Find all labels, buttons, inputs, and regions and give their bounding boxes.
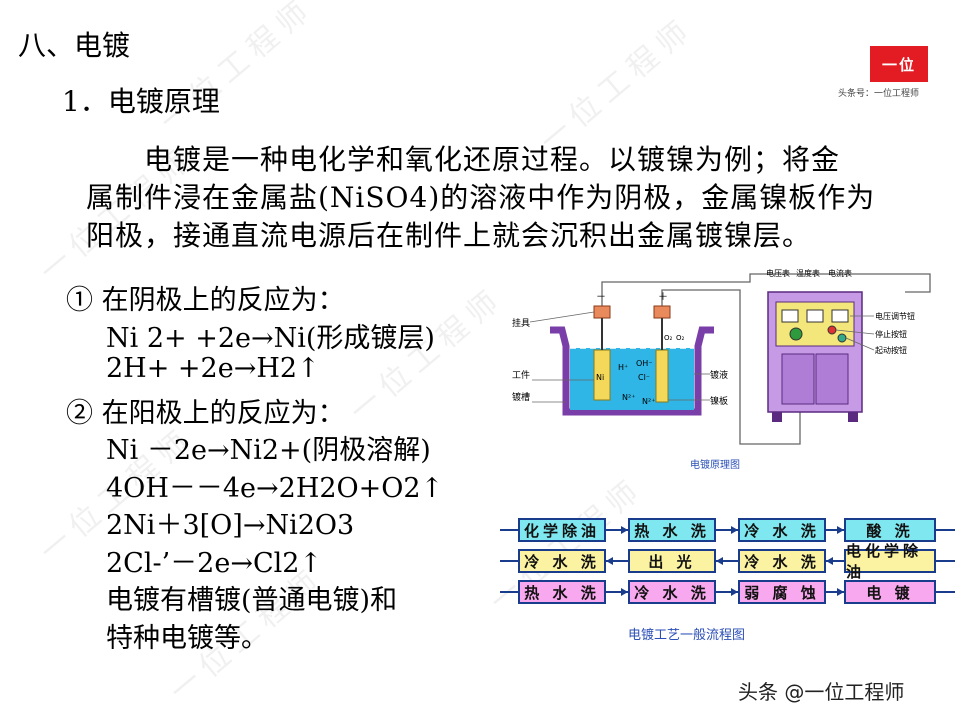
label-solution: 镀液 [710,369,728,381]
label-ni: Ni [596,373,604,382]
flow-arrowhead [716,557,723,565]
page-title: 八、电镀 [18,29,131,62]
label-ammeter: 电流表 [828,268,852,278]
flow-arrowhead [606,557,613,565]
label-plus: ＋ [658,292,668,303]
label-o2a: O₂ [664,334,673,342]
ammeter [831,309,849,323]
label-n2-right: N²⁺ [642,397,655,406]
logo-text: 一位 [881,55,916,74]
flow-step: 冷 水 洗 [738,518,826,542]
diagram-caption: 电镀原理图 [690,458,740,471]
cabinet-door-left [781,353,815,405]
label-hook: 挂具 [512,317,530,329]
reaction-line: 2Ni＋3[O]→Ni2O3 [106,510,355,541]
section-title: 1．电镀原理 [62,85,220,118]
flow-arrowhead [731,588,738,596]
reaction-line: 特种电镀等。 [106,622,268,654]
reaction-line: Ni 2+ +2e→Ni(形成镀层) [106,322,435,354]
reaction-line: 2H+ +2e→H2↑ [106,353,320,384]
reaction-line: 电镀有槽镀(普通电镀)和 [106,585,398,616]
wire [601,273,931,302]
reaction-line: ② 在阳极上的反应为： [66,397,345,429]
flow-step: 电化学除油 [844,542,936,581]
paragraph-line: 属制件浸在金属盐(NiSO4)的溶液中作为阴极，金属镍板作为 [86,181,876,214]
label-voltmeter: 电压表 [766,268,790,278]
label-stop: 停止按钮 [875,329,907,339]
reaction-line: ① 在阴极上的反应为： [66,285,345,316]
label-cl: Cl⁻ [638,373,650,382]
flow-step: 冷 水 洗 [738,549,826,573]
paragraph-line: 电镀是一种电化学和氧化还原过程。以镀镍为例；将金 [86,143,841,176]
leader-line [835,329,875,335]
label-h-plus: H⁺ [618,363,628,372]
label-workpiece: 工件 [512,369,530,381]
label-n2-left: N²⁺ [622,393,635,402]
flow-arrowhead [837,588,844,596]
logo-subtitle: 头条号：一位工程师 [838,89,920,99]
leader-line [845,337,875,351]
logo: 一位 [870,46,928,82]
flow-step: 热 水 洗 [518,580,606,604]
flow-arrowhead [826,557,833,565]
electroplating-diagram: 挂具 － ＋ Ni H⁺ N²⁺ OH⁻ Cl⁻ N²⁺ O₂ O₂ 工件 镀槽… [512,268,931,471]
label-tank: 镀槽 [512,391,530,403]
thermometer [806,309,824,323]
flow-arrowhead [621,526,628,534]
label-minus: － [596,292,606,303]
label-plate: 镍板 [710,395,728,407]
reaction-line: 4OH－－4e→2H2O+O2↑ [106,472,444,504]
flow-step: 化学除油 [518,518,606,542]
voltage-knob [789,327,803,341]
label-voltage-knob: 电压调节钮 [875,311,915,321]
label-start: 起动按钮 [875,345,907,355]
flow-arrowhead [621,588,628,596]
flow-step: 弱 腐 蚀 [738,580,826,604]
flow-step: 电 镀 [844,580,936,604]
leader-line [529,311,595,323]
flow-step: 酸 洗 [844,518,936,542]
cabinet-door-right [815,353,849,405]
label-thermometer: 温度表 [796,268,820,278]
footer-credit: 头条 @一位工程师 [738,680,905,704]
flowchart-caption: 电镀工艺一般流程图 [628,628,746,643]
flow-step: 出 光 [628,549,716,573]
wire [661,289,801,445]
flow-arrowhead [837,526,844,534]
paragraph-line: 阳极，接通直流电源后在制件上就会沉积出金属镀镍层。 [86,219,812,252]
cabinet-leg [848,412,858,422]
label-oh: OH⁻ [636,359,653,368]
flow-step: 冷 水 洗 [628,580,716,604]
reaction-line: 2Cl-’－2e→Cl2↑ [106,547,323,579]
flow-arrowhead [731,526,738,534]
flow-step: 冷 水 洗 [518,549,606,573]
label-o2b: O₂ [676,334,685,342]
reaction-line: Ni －2e→Ni2+(阴极溶解) [106,435,431,466]
flow-step: 热 水 洗 [628,518,716,542]
cabinet-leg [772,412,782,422]
plating-tank [550,326,714,416]
voltmeter [781,309,799,323]
